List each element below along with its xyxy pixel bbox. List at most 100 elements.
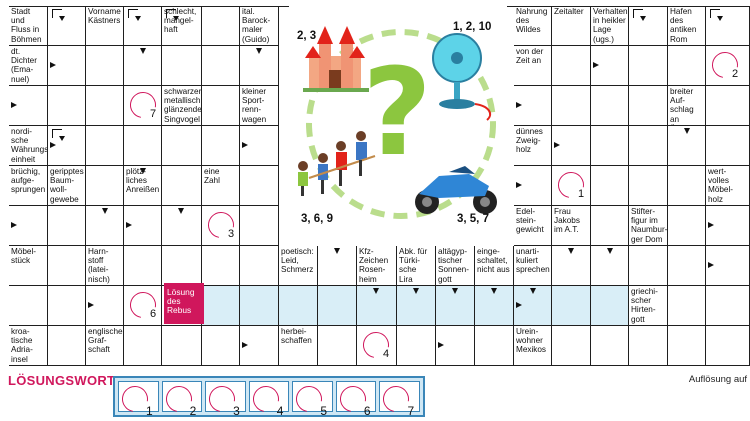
answer-cell[interactable] — [629, 126, 668, 166]
clue-text: wagen — [242, 114, 267, 124]
answer-cell[interactable] — [162, 326, 202, 366]
clue-text: nisch) — [88, 274, 110, 284]
answer-cell[interactable] — [706, 86, 750, 126]
answer-cell[interactable] — [86, 46, 124, 86]
clue-text: volles — [708, 176, 729, 186]
answer-cell[interactable] — [629, 246, 668, 286]
answer-cell[interactable] — [162, 246, 202, 286]
answer-cell[interactable] — [124, 246, 162, 286]
clue-text: breiter — [670, 87, 694, 96]
solution-slot-2[interactable]: 2 — [160, 380, 203, 418]
answer-cell[interactable] — [552, 326, 591, 366]
answer-cell[interactable] — [591, 206, 629, 246]
answer-cell[interactable] — [48, 86, 86, 126]
answer-cell[interactable] — [48, 246, 86, 286]
answer-cell[interactable] — [552, 86, 591, 126]
answer-cell[interactable] — [668, 286, 706, 326]
answer-cell[interactable] — [668, 206, 706, 246]
answer-cell[interactable] — [706, 6, 750, 46]
answer-cell[interactable] — [706, 246, 750, 286]
answer-cell[interactable] — [9, 286, 48, 326]
clue-text: tische — [11, 336, 33, 346]
answer-cell[interactable] — [591, 326, 629, 366]
clue-text: Nahrung — [516, 7, 548, 16]
answer-cell[interactable] — [202, 206, 240, 246]
answer-cell[interactable] — [202, 246, 240, 286]
answer-cell[interactable] — [240, 246, 279, 286]
answer-cell[interactable] — [475, 326, 514, 366]
answer-cell[interactable] — [706, 326, 750, 366]
answer-cell[interactable] — [202, 46, 240, 86]
answer-cell[interactable] — [629, 166, 668, 206]
answer-cell[interactable] — [124, 86, 162, 126]
answer-cell[interactable] — [668, 326, 706, 366]
clue-text: holz — [516, 145, 532, 155]
answer-cell[interactable] — [668, 46, 706, 86]
clue-text: antiken — [670, 25, 697, 35]
answer-cell[interactable] — [668, 246, 706, 286]
clue-text: Währungs- — [11, 145, 48, 155]
answer-cell[interactable] — [162, 166, 202, 206]
answer-cell[interactable] — [629, 326, 668, 366]
answer-cell[interactable] — [629, 6, 668, 46]
solution-row-cell[interactable] — [240, 286, 279, 326]
solution-row-cell[interactable] — [202, 286, 240, 326]
answer-cell[interactable] — [591, 86, 629, 126]
solution-row-cell[interactable] — [552, 286, 591, 326]
solution-slot-7[interactable]: 7 — [378, 380, 421, 418]
answer-cell[interactable] — [48, 326, 86, 366]
solution-slot-1[interactable]: 1 — [116, 380, 159, 418]
answer-cell[interactable] — [240, 166, 279, 206]
answer-cell[interactable] — [668, 166, 706, 206]
answer-cell[interactable] — [162, 46, 202, 86]
rebus-solution-label-line: Rebus — [167, 305, 192, 316]
answer-cell[interactable] — [202, 326, 240, 366]
answer-cell[interactable] — [48, 206, 86, 246]
arrow-down-icon — [256, 48, 262, 54]
answer-cell[interactable] — [240, 206, 279, 246]
answer-cell[interactable] — [202, 126, 240, 166]
answer-cell[interactable] — [591, 166, 629, 206]
clue-text: des — [516, 16, 530, 26]
answer-cell[interactable] — [706, 126, 750, 166]
answer-cell[interactable] — [202, 86, 240, 126]
arrow-right-icon — [516, 182, 522, 188]
answer-cell[interactable] — [48, 6, 86, 46]
answer-cell[interactable] — [86, 126, 124, 166]
answer-cell[interactable] — [124, 286, 162, 326]
answer-cell[interactable] — [48, 286, 86, 326]
solution-slot-4[interactable]: 4 — [247, 380, 290, 418]
answer-cell[interactable] — [397, 326, 436, 366]
solution-row-cell[interactable] — [591, 286, 629, 326]
clue-text: altägyp- — [438, 247, 468, 256]
solution-slot-3[interactable]: 3 — [204, 380, 246, 418]
answer-cell[interactable] — [591, 126, 629, 166]
clue-text: Auf- — [670, 96, 686, 106]
answer-cell[interactable] — [318, 326, 357, 366]
answer-cell[interactable] — [629, 46, 668, 86]
answer-cell[interactable] — [162, 126, 202, 166]
arrow-down-icon — [102, 208, 108, 214]
clue-text: im A.T. — [554, 225, 579, 235]
question-mark-icon: ? — [362, 44, 432, 183]
answer-cell[interactable] — [357, 326, 397, 366]
answer-cell[interactable] — [629, 86, 668, 126]
answer-cell[interactable] — [552, 166, 591, 206]
answer-cell[interactable] — [202, 6, 240, 46]
answer-cell[interactable] — [86, 86, 124, 126]
answer-cell[interactable] — [124, 126, 162, 166]
clue-cell: herbei-schaffen — [279, 326, 318, 366]
solution-row-cell[interactable] — [279, 286, 318, 326]
solution-slot-6[interactable]: 6 — [334, 380, 377, 418]
answer-cell[interactable] — [318, 246, 357, 286]
answer-cell[interactable] — [124, 326, 162, 366]
answer-cell[interactable] — [86, 166, 124, 206]
solution-row-cell[interactable] — [318, 286, 357, 326]
answer-cell[interactable] — [124, 6, 162, 46]
answer-cell[interactable] — [706, 286, 750, 326]
clue-text: nordi- — [11, 127, 32, 136]
solution-slot-5[interactable]: 5 — [291, 380, 333, 418]
answer-cell[interactable] — [552, 46, 591, 86]
